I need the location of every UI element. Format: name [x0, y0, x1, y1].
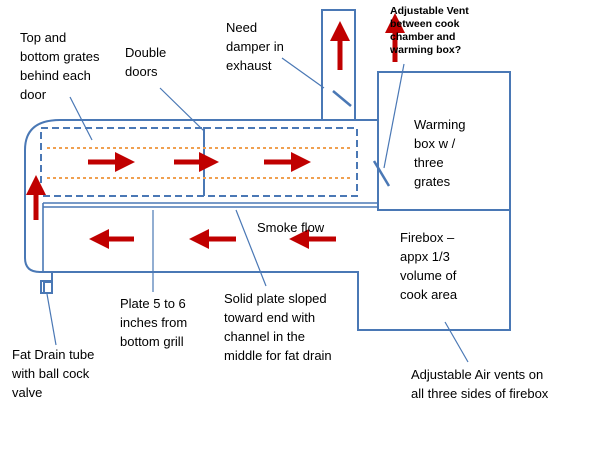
label-fat-drain: Fat Drain tube with ball cock valve: [12, 347, 95, 400]
label-doors: Double doors: [125, 45, 167, 79]
label-plate: Plate 5 to 6 inches from bottom grill: [120, 296, 188, 349]
leader-grates: [69, 96, 93, 141]
label-damper: Need damper in exhaust: [226, 20, 284, 73]
leader-damper: [281, 57, 325, 89]
label-air-vents: Adjustable Air vents on all three sides …: [411, 367, 549, 401]
leader-air-vents: [444, 321, 469, 363]
leader-fat-drain: [46, 293, 57, 346]
label-smoke-flow: Smoke flow: [257, 220, 325, 235]
leader-vent: [383, 63, 405, 169]
label-warming-box: Warming box w / three grates: [414, 117, 466, 189]
exhaust-stack: [321, 9, 356, 120]
label-solid-plate: Solid plate sloped toward end with chann…: [224, 291, 332, 363]
door-left: [40, 127, 205, 197]
damper: [332, 90, 352, 107]
fat-drain-valve: [40, 280, 53, 294]
leader-doors: [159, 87, 205, 132]
label-firebox: Firebox – appx 1/3 volume of cook area: [400, 230, 458, 302]
label-grates: Top and bottom grates behind each door: [20, 30, 100, 102]
warming-box: [377, 71, 511, 211]
label-vent: Adjustable Vent between cook chamber and…: [390, 5, 469, 56]
cook-chamber-outline: [24, 119, 378, 294]
warming-vent: [372, 160, 391, 187]
leader-solid-plate: [235, 209, 267, 287]
